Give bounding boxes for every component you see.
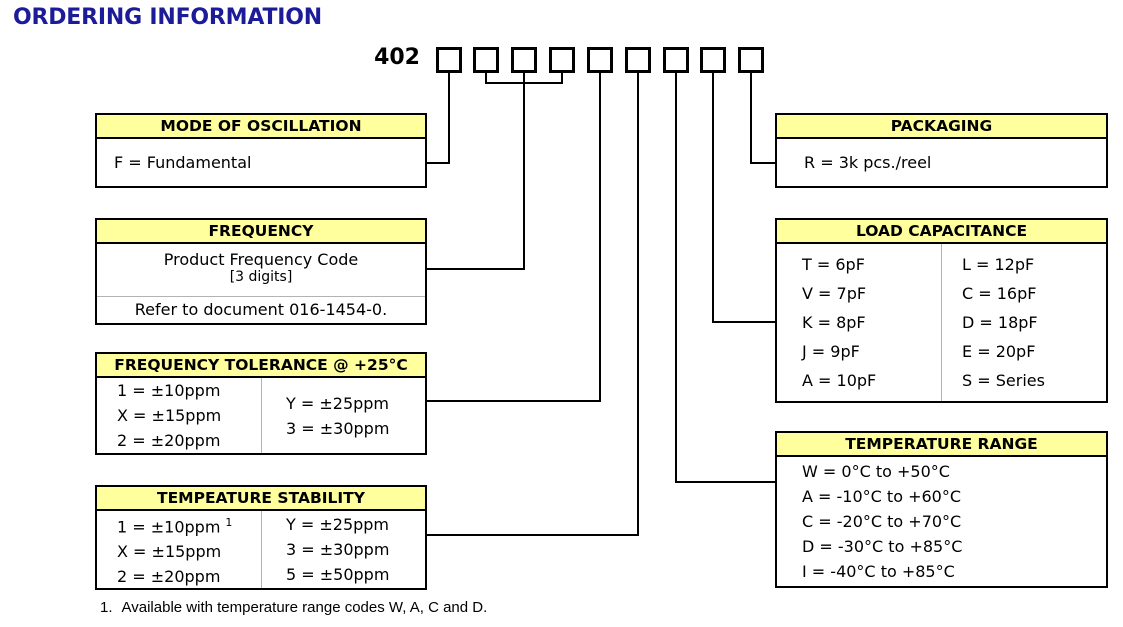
frequency-tolerance-header: FREQUENCY TOLERANCE @ +25°C (97, 354, 425, 378)
frequency-table: FREQUENCY Product Frequency Code [3 digi… (95, 218, 427, 325)
footnote-text: Available with temperature range codes W… (121, 599, 488, 616)
frequency-header: FREQUENCY (97, 220, 425, 244)
connector-frequency-bracket-left-stub (485, 73, 487, 84)
packaging-header: PACKAGING (777, 115, 1106, 139)
load-option: E = 20pF (962, 342, 1036, 361)
tolerance-option: 3 = ±30ppm (286, 418, 390, 438)
temp-range-option: C = -20°C to +70°C (802, 512, 962, 531)
temp-range-option: D = -30°C to +85°C (802, 537, 963, 556)
tolerance-option: Y = ±25ppm (286, 393, 390, 413)
connector-mode-horizontal (427, 162, 450, 164)
connector-frequency-vertical (523, 73, 525, 270)
load-capacitance-left-column: T = 6pF V = 7pF K = 8pF J = 9pF A = 10pF (777, 244, 942, 401)
part-code-digit-box-5 (587, 47, 613, 73)
footnote-reference: 1 (225, 515, 233, 529)
stability-option: Y = ±25ppm (286, 515, 390, 534)
stability-option: 5 = ±50ppm (286, 565, 390, 584)
part-code-digit-box-1 (436, 47, 462, 73)
stability-option: 3 = ±30ppm (286, 540, 390, 559)
frequency-tolerance-options: 1 = ±10ppm X = ±15ppm 2 = ±20ppm Y = ±25… (97, 378, 425, 453)
temp-range-option: I = -40°C to +85°C (802, 562, 955, 581)
footnote: 1. Available with temperature range codes… (100, 599, 487, 616)
frequency-tolerance-right-column: Y = ±25ppm 3 = ±30ppm (262, 378, 425, 453)
connector-mode-vertical (448, 73, 450, 164)
tolerance-option: 2 = ±20ppm (117, 431, 221, 450)
load-option: S = Series (962, 371, 1045, 390)
mode-of-oscillation-table: MODE OF OSCILLATION F = Fundamental (95, 113, 427, 188)
load-capacitance-options: T = 6pF V = 7pF K = 8pF J = 9pF A = 10pF… (777, 244, 1106, 401)
connector-load-vertical (712, 73, 714, 323)
connector-load-horizontal (712, 321, 775, 323)
connector-frequency-horizontal (427, 268, 525, 270)
load-option: A = 10pF (802, 371, 877, 390)
frequency-description: Product Frequency Code [3 digits] (97, 244, 425, 296)
temperature-stability-header: TEMPEATURE STABILITY (97, 487, 425, 511)
part-code-digit-box-9 (738, 47, 764, 73)
load-option: D = 18pF (962, 313, 1038, 332)
connector-temp-range-vertical (675, 73, 677, 483)
frequency-digits-label: [3 digits] (229, 269, 293, 285)
connector-frequency-bracket-right-stub (561, 73, 563, 84)
temperature-stability-options: 1 = ±10ppm 1 X = ±15ppm 2 = ±20ppm Y = ±2… (97, 511, 425, 588)
part-code-digit-box-8 (700, 47, 726, 73)
mode-of-oscillation-header: MODE OF OSCILLATION (97, 115, 425, 139)
temp-range-option: A = -10°C to +60°C (802, 487, 961, 506)
temperature-stability-right-column: Y = ±25ppm 3 = ±30ppm 5 = ±50ppm (262, 511, 425, 588)
temp-range-option: W = 0°C to +50°C (802, 462, 950, 481)
temperature-range-table: TEMPERATURE RANGE W = 0°C to +50°C A = -… (775, 431, 1108, 588)
stability-option: 2 = ±20ppm (117, 567, 221, 587)
load-option: K = 8pF (802, 313, 866, 332)
frequency-tolerance-left-column: 1 = ±10ppm X = ±15ppm 2 = ±20ppm (97, 378, 262, 453)
connector-tolerance-horizontal (427, 400, 601, 402)
packaging-table: PACKAGING R = 3k pcs./reel (775, 113, 1108, 188)
connector-temp-range-horizontal (675, 481, 775, 483)
load-option: L = 12pF (962, 255, 1035, 274)
page-title: ORDERING INFORMATION (13, 5, 322, 30)
stability-option-text: 1 = ±10ppm (117, 517, 221, 537)
stability-option: X = ±15ppm (117, 542, 222, 562)
temperature-stability-table: TEMPEATURE STABILITY 1 = ±10ppm 1 X = ±15… (95, 485, 427, 590)
frequency-document-note: Refer to document 016-1454-0. (97, 296, 425, 323)
part-code-digit-box-7 (663, 47, 689, 73)
tolerance-option: 1 = ±10ppm (117, 381, 221, 400)
part-code-digit-box-6 (625, 47, 651, 73)
load-capacitance-header: LOAD CAPACITANCE (777, 220, 1106, 244)
frequency-tolerance-table: FREQUENCY TOLERANCE @ +25°C 1 = ±10ppm X… (95, 352, 427, 455)
load-option: T = 6pF (802, 255, 865, 274)
connector-stability-horizontal (427, 534, 639, 536)
temperature-stability-left-column: 1 = ±10ppm 1 X = ±15ppm 2 = ±20ppm (97, 511, 262, 588)
connector-packaging-vertical (750, 73, 752, 164)
load-option: V = 7pF (802, 284, 867, 303)
load-capacitance-table: LOAD CAPACITANCE T = 6pF V = 7pF K = 8pF… (775, 218, 1108, 403)
load-option: C = 16pF (962, 284, 1037, 303)
part-code-digit-box-4 (549, 47, 575, 73)
footnote-marker: 1. (100, 599, 113, 616)
stability-option: 1 = ±10ppm 1 (117, 510, 261, 539)
tolerance-option: X = ±15ppm (117, 406, 222, 425)
temperature-range-header: TEMPERATURE RANGE (777, 433, 1106, 457)
connector-stability-vertical (637, 73, 639, 536)
connector-tolerance-vertical (599, 73, 601, 402)
connector-packaging-horizontal (750, 162, 775, 164)
part-code-digit-box-2 (473, 47, 499, 73)
load-option: J = 9pF (802, 342, 860, 361)
mode-of-oscillation-value: F = Fundamental (114, 153, 252, 172)
load-capacitance-right-column: L = 12pF C = 16pF D = 18pF E = 20pF S = … (942, 244, 1106, 401)
packaging-value: R = 3k pcs./reel (804, 153, 932, 172)
part-code-digit-box-3 (511, 47, 537, 73)
temperature-range-options: W = 0°C to +50°C A = -10°C to +60°C C = … (777, 457, 1106, 586)
part-number-prefix: 402 (374, 45, 420, 70)
frequency-code-label: Product Frequency Code (163, 250, 359, 269)
